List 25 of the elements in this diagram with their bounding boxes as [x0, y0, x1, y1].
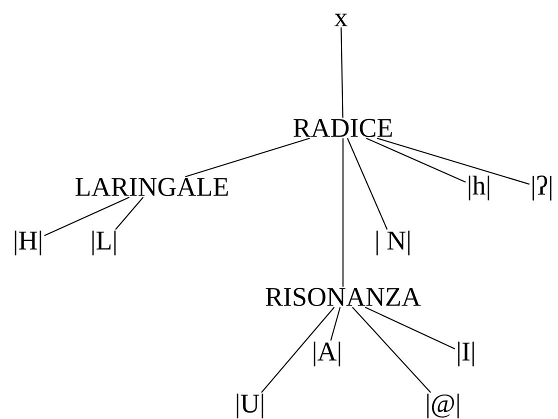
tree-node-label: LARINGALE: [76, 178, 228, 196]
tree-branch: [352, 306, 432, 393]
tree-branch: [115, 196, 144, 230]
tree-node-label: |h|: [468, 176, 490, 200]
tree-node-label: |A|: [314, 342, 340, 366]
tree-node-label: RADICE: [294, 118, 392, 138]
tree-node-label: |L|: [92, 230, 116, 256]
tree-node-label: |H|: [14, 230, 42, 256]
tree-node-label: |I|: [458, 342, 474, 366]
tree-node-label: RISONANZA: [266, 288, 421, 306]
tree-branch: [364, 306, 456, 350]
tree-branch: [330, 307, 341, 341]
tree-branch: [342, 138, 344, 287]
tree-node-label: | N|: [376, 230, 410, 256]
tree-branch: [44, 196, 130, 236]
tree-node-label: |U|: [236, 394, 264, 418]
tree-branch: [185, 138, 310, 178]
tree-node-label: x: [334, 14, 348, 26]
tree-branch: [376, 138, 530, 185]
tree-branch: [366, 138, 466, 183]
tree-branch: [340, 27, 344, 118]
tree-branch: [346, 138, 388, 230]
tree-branch: [261, 306, 335, 393]
tree-node-label: |@|: [427, 394, 459, 418]
tree-node-label: |ʔ|: [532, 176, 552, 200]
